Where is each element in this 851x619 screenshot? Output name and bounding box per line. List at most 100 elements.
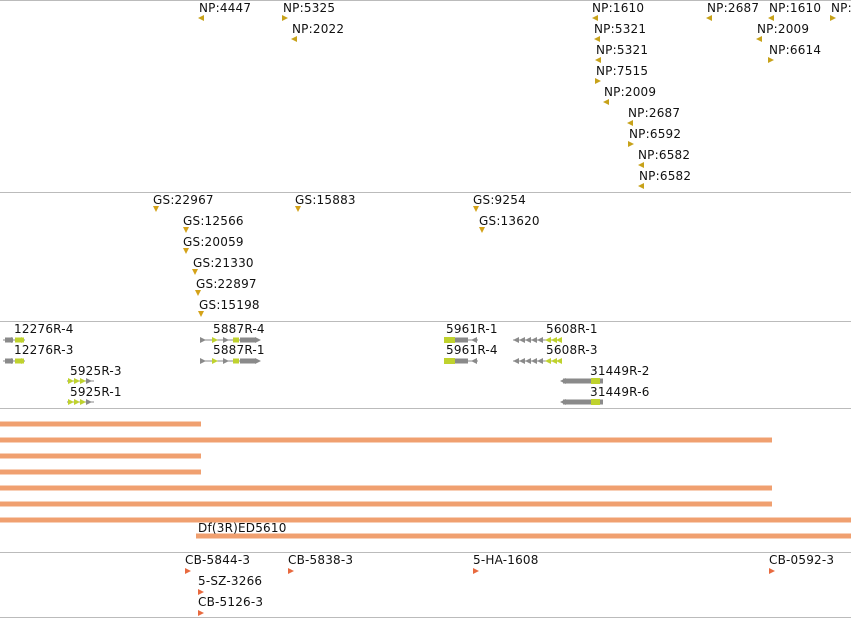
gene-exon — [563, 399, 591, 405]
np-marker — [594, 36, 600, 42]
gs-label[interactable]: GS:12566 — [183, 214, 244, 228]
np-marker — [768, 15, 774, 21]
gs-label[interactable]: GS:22897 — [196, 277, 257, 291]
np-marker — [627, 120, 633, 126]
np-label[interactable]: NP:6582 — [638, 148, 691, 162]
probe-marker — [769, 568, 775, 574]
np-marker — [706, 15, 712, 21]
gene-strand-chevron — [471, 358, 477, 364]
np-label[interactable]: NP:1610 — [769, 1, 822, 15]
np-label[interactable]: NP:6592 — [629, 127, 682, 141]
gene-exon — [455, 358, 468, 364]
gs-label[interactable]: GS:20059 — [183, 235, 244, 249]
gs-label[interactable]: GS:15883 — [295, 193, 356, 207]
gene-strand-chevron — [525, 337, 531, 343]
gene-exon — [600, 378, 603, 384]
np-label[interactable]: NP:2009 — [604, 85, 657, 99]
gene-label[interactable]: 5887R-1 — [213, 343, 265, 357]
np-label[interactable]: NP:5325 — [283, 1, 336, 15]
deficiency-bar — [0, 501, 772, 507]
deficiency-bar — [0, 453, 201, 459]
gs-track-markers — [153, 206, 485, 317]
gene-strand-chevron — [531, 358, 537, 364]
gene-label[interactable]: 5961R-4 — [446, 343, 498, 357]
np-label[interactable]: NP:2687 — [628, 106, 681, 120]
np-label[interactable]: NP:2687 — [707, 1, 760, 15]
gs-marker — [479, 227, 485, 233]
gene-strand-chevron — [16, 358, 22, 364]
np-label[interactable]: NP:7515 — [596, 64, 649, 78]
probe-label[interactable]: CB-5844-3 — [185, 553, 251, 567]
np-label[interactable]: NP:5321 — [594, 22, 647, 36]
deficiency-bar — [0, 421, 201, 427]
np-marker — [768, 57, 774, 63]
gene-strand-chevron — [80, 378, 86, 384]
gene-strand-chevron — [200, 358, 206, 364]
gene-exon — [455, 337, 468, 343]
deficiency-bar — [196, 533, 851, 539]
gs-label[interactable]: GS:9254 — [473, 193, 526, 207]
deficiency-bar — [0, 469, 201, 475]
probe-track-markers — [185, 568, 775, 616]
probe-marker — [198, 610, 204, 616]
probe-marker — [185, 568, 191, 574]
np-label[interactable]: NP:5321 — [596, 43, 649, 57]
gene-cds — [233, 358, 239, 364]
gene-label[interactable]: 5961R-1 — [446, 322, 498, 336]
gene-label[interactable]: 5925R-1 — [70, 385, 122, 399]
gene-strand-chevron — [255, 337, 261, 343]
gene-strand-chevron — [16, 337, 22, 343]
np-label[interactable]: NP:6614 — [769, 43, 822, 57]
gene-label[interactable]: 5925R-3 — [70, 364, 122, 378]
gs-label[interactable]: GS:13620 — [479, 214, 540, 228]
probe-label[interactable]: CB-5838-3 — [288, 553, 354, 567]
gene-label[interactable]: 5608R-1 — [546, 322, 598, 336]
np-track-markers — [198, 15, 836, 189]
gene-strand-chevron — [200, 337, 206, 343]
gene-strand-chevron — [86, 378, 92, 384]
deficiency-label[interactable]: Df(3R)ED5610 — [198, 521, 287, 535]
gene-strand-chevron — [223, 358, 229, 364]
gs-marker — [153, 206, 159, 212]
np-label[interactable]: NP:1610 — [592, 1, 645, 15]
gene-strand-chevron — [560, 378, 566, 384]
np-label[interactable]: NP: — [831, 1, 851, 15]
gene-exon — [563, 378, 591, 384]
gene-strand-chevron — [556, 358, 562, 364]
probe-label[interactable]: 5-SZ-3266 — [198, 574, 263, 588]
gene-strand-chevron — [537, 358, 543, 364]
gene-cds — [591, 399, 600, 405]
gene-strand-chevron — [551, 337, 557, 343]
gene-strand-chevron — [74, 378, 80, 384]
probe-marker — [473, 568, 479, 574]
gene-strand-chevron — [545, 358, 551, 364]
gs-label[interactable]: GS:22967 — [153, 193, 214, 207]
gene-label[interactable]: 5887R-4 — [213, 322, 265, 336]
gs-label[interactable]: GS:15198 — [199, 298, 260, 312]
np-label[interactable]: NP:2022 — [292, 22, 345, 36]
np-label[interactable]: NP:2009 — [757, 22, 810, 36]
np-marker — [756, 36, 762, 42]
np-marker — [830, 15, 836, 21]
np-marker — [595, 57, 601, 63]
deficiency-bar — [0, 437, 772, 443]
deficiency-track-bars — [0, 421, 851, 539]
gene-label[interactable]: 5608R-3 — [546, 343, 598, 357]
probe-label[interactable]: 5-HA-1608 — [473, 553, 539, 567]
gene-strand-chevron — [471, 337, 477, 343]
np-label[interactable]: NP:4447 — [199, 1, 252, 15]
np-marker — [592, 15, 598, 21]
probe-label[interactable]: CB-5126-3 — [198, 595, 264, 609]
gene-label[interactable]: 12276R-4 — [14, 322, 74, 336]
probe-label[interactable]: CB-0592-3 — [769, 553, 835, 567]
np-label[interactable]: NP:6582 — [639, 169, 692, 183]
probe-marker — [198, 589, 204, 595]
gene-label[interactable]: 31449R-2 — [590, 364, 650, 378]
gs-label[interactable]: GS:21330 — [193, 256, 254, 270]
gene-strand-chevron — [223, 337, 229, 343]
gene-label[interactable]: 12276R-3 — [14, 343, 74, 357]
gene-label[interactable]: 31449R-6 — [590, 385, 650, 399]
probe-marker — [288, 568, 294, 574]
